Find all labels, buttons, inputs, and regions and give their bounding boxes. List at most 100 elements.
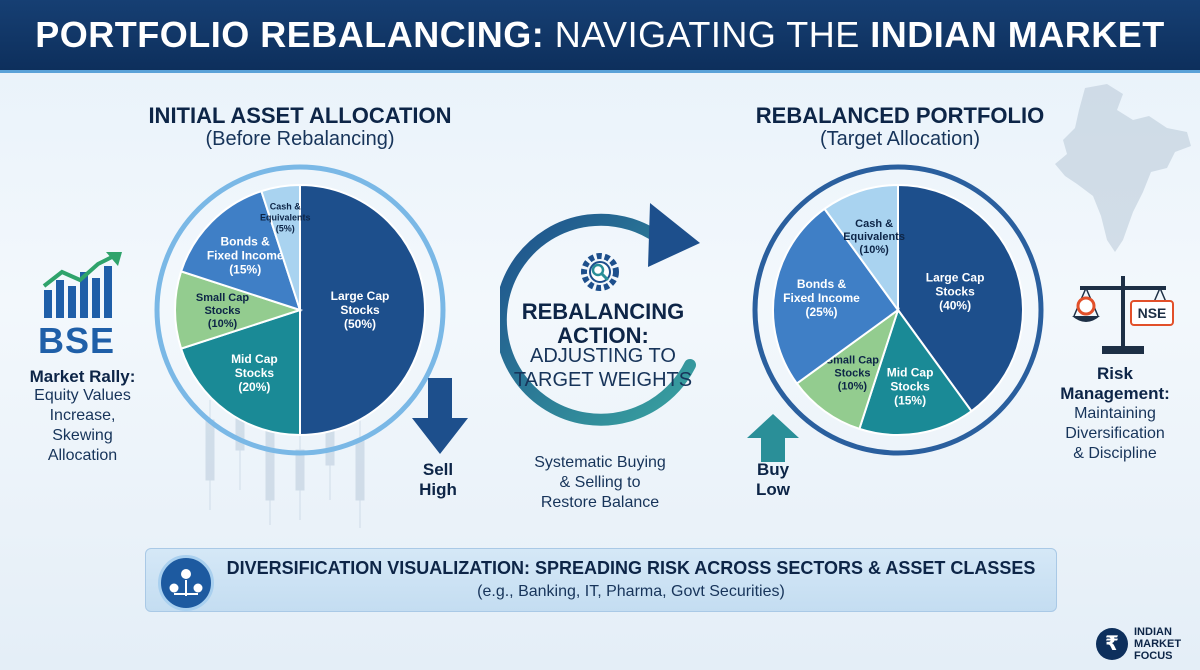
pie-slice-bonds-fixed-income [772,207,900,385]
rupee-icon: ₹ [1096,628,1128,660]
gear-magnifier-icon [581,253,619,291]
brand-name: INDIAN MARKET FOCUS [1134,626,1200,662]
caption-line: Systematic Buying [534,454,666,471]
india-map-icon [1055,84,1191,252]
pie-label-line: (25%) [805,305,837,319]
center-sub-line: TARGET WEIGHTS [513,369,693,391]
banner-subtitle: (e.g., Banking, IT, Pharma, Govt Securit… [477,583,785,600]
pie-label-bonds-fixed-income: Bonds &Fixed Income(15%) [207,234,284,276]
people-network-icon [158,555,214,611]
right-pie-subtitle: (Target Allocation) [819,128,981,150]
pie-label-line: Mid Cap [887,366,934,380]
rebalancing-caption: Systematic Buying & Selling to Restore B… [505,453,695,513]
pie-label-cash-equivalents: Cash &Equivalents(5%) [260,202,311,234]
risk-management-body: Maintaining Diversification & Discipline [1040,404,1190,464]
left-pie-title: INITIAL ASSET ALLOCATION [148,103,452,128]
rebalancing-action-subtitle: ADJUSTING TO TARGET WEIGHTS [498,344,708,392]
pie-label-line: (5%) [276,224,295,234]
nse-logo-text: NSE [1130,300,1174,326]
pie-slice-mid-cap-stocks [858,307,973,436]
up-arrow-icon [747,414,799,462]
bse-logo-text: BSE [38,320,116,361]
sell-label-line: Sell [422,460,454,479]
pie-label-bonds-fixed-income: Bonds &Fixed Income(25%) [783,277,860,319]
pie-label-line: Stocks [340,303,380,317]
pie-label-line: Large Cap [331,289,390,303]
risk-management-title: Risk Management: [1050,364,1180,404]
rebalancing-action-title: REBALANCING ACTION: [498,300,708,348]
pie-label-line: Equivalents [843,231,905,243]
pie-label-line: Cash & [855,218,893,230]
pie-label-line: Stocks [235,366,275,380]
brand-line: MARKET [1134,638,1182,650]
pie-slice-large-cap-stocks [897,183,1024,413]
pie-slice-cash-equivalents [823,183,899,314]
side-body-line: & Discipline [1073,445,1157,462]
pie-label-line: Stocks [935,285,975,299]
title-part-2: NAVIGATING THE [544,14,871,55]
pie-slice-large-cap-stocks [299,183,426,437]
pie-label-line: Stocks [890,380,930,394]
buy-low-label: Buy Low [743,460,803,500]
pie-label-line: (20%) [238,380,270,394]
brand-line: FOCUS [1134,650,1173,662]
pie-label-line: Large Cap [926,271,985,285]
title-part-1: PORTFOLIO REBALANCING: [35,14,545,55]
pie-slice-mid-cap-stocks [179,308,301,437]
pie-label-line: Mid Cap [231,352,278,366]
diversification-banner: DIVERSIFICATION VISUALIZATION: SPREADING… [145,548,1057,612]
pie-label-line: (40%) [939,299,971,313]
side-title-line: Market Rally: [29,367,136,386]
pie-label-line: (50%) [344,317,376,331]
buy-label-line: Buy [756,460,790,479]
left-pie-subtitle: (Before Rebalancing) [205,128,395,150]
high-label-line: High [419,480,457,499]
bse-building-chart-icon [42,252,122,318]
side-body-line: Increase, [49,407,116,424]
caption-line: Restore Balance [540,494,660,511]
pie-label-line: (10%) [859,244,889,256]
pie-label-line: (15%) [229,262,261,276]
pie-label-line: (15%) [894,394,926,408]
pie-outer-ring [752,164,1044,456]
brand-line: INDIAN [1134,626,1172,638]
pie-slice-small-cap-stocks [174,270,304,350]
pie-label-line: Equivalents [260,213,311,223]
pie-label-line: Small Cap [826,355,879,367]
center-sub-line: ADJUSTING TO [530,345,676,367]
side-body-line: Skewing [52,427,113,444]
page-title: PORTFOLIO REBALANCING: NAVIGATING THE IN… [35,14,1165,56]
pie-outer-ring [154,164,446,456]
pie-label-line: Fixed Income [207,248,284,262]
side-title-line: Management: [1060,384,1170,403]
side-body-line: Diversification [1065,425,1165,442]
pie-label-line: Cash & [270,202,302,212]
down-arrow-icon [412,378,468,454]
rebalancing-cycle-arrow-icon [500,203,700,426]
right-pie-title: REBALANCED PORTFOLIO [755,103,1045,128]
side-body-line: Maintaining [1074,405,1156,422]
pie-label-line: Bonds & [797,277,847,291]
market-rally-title: Market Rally: [20,367,145,387]
low-label-line: Low [756,480,790,499]
header-bar: PORTFOLIO REBALANCING: NAVIGATING THE IN… [0,0,1200,73]
center-title-line: REBALANCING [521,299,685,324]
side-title-line: Risk [1097,364,1133,383]
center-title-line: ACTION: [557,323,649,348]
side-body-line: Equity Values [34,387,131,404]
pie-label-cash-equivalents: Cash &Equivalents(10%) [843,218,905,256]
caption-line: & Selling to [559,474,641,491]
side-body-line: Allocation [47,447,118,464]
title-part-3: INDIAN MARKET [870,14,1165,55]
pie-label-line: Stocks [204,305,240,317]
market-rally-body: Equity Values Increase, Skewing Allocati… [20,386,145,466]
banner-title: DIVERSIFICATION VISUALIZATION: SPREADING… [226,558,1036,578]
